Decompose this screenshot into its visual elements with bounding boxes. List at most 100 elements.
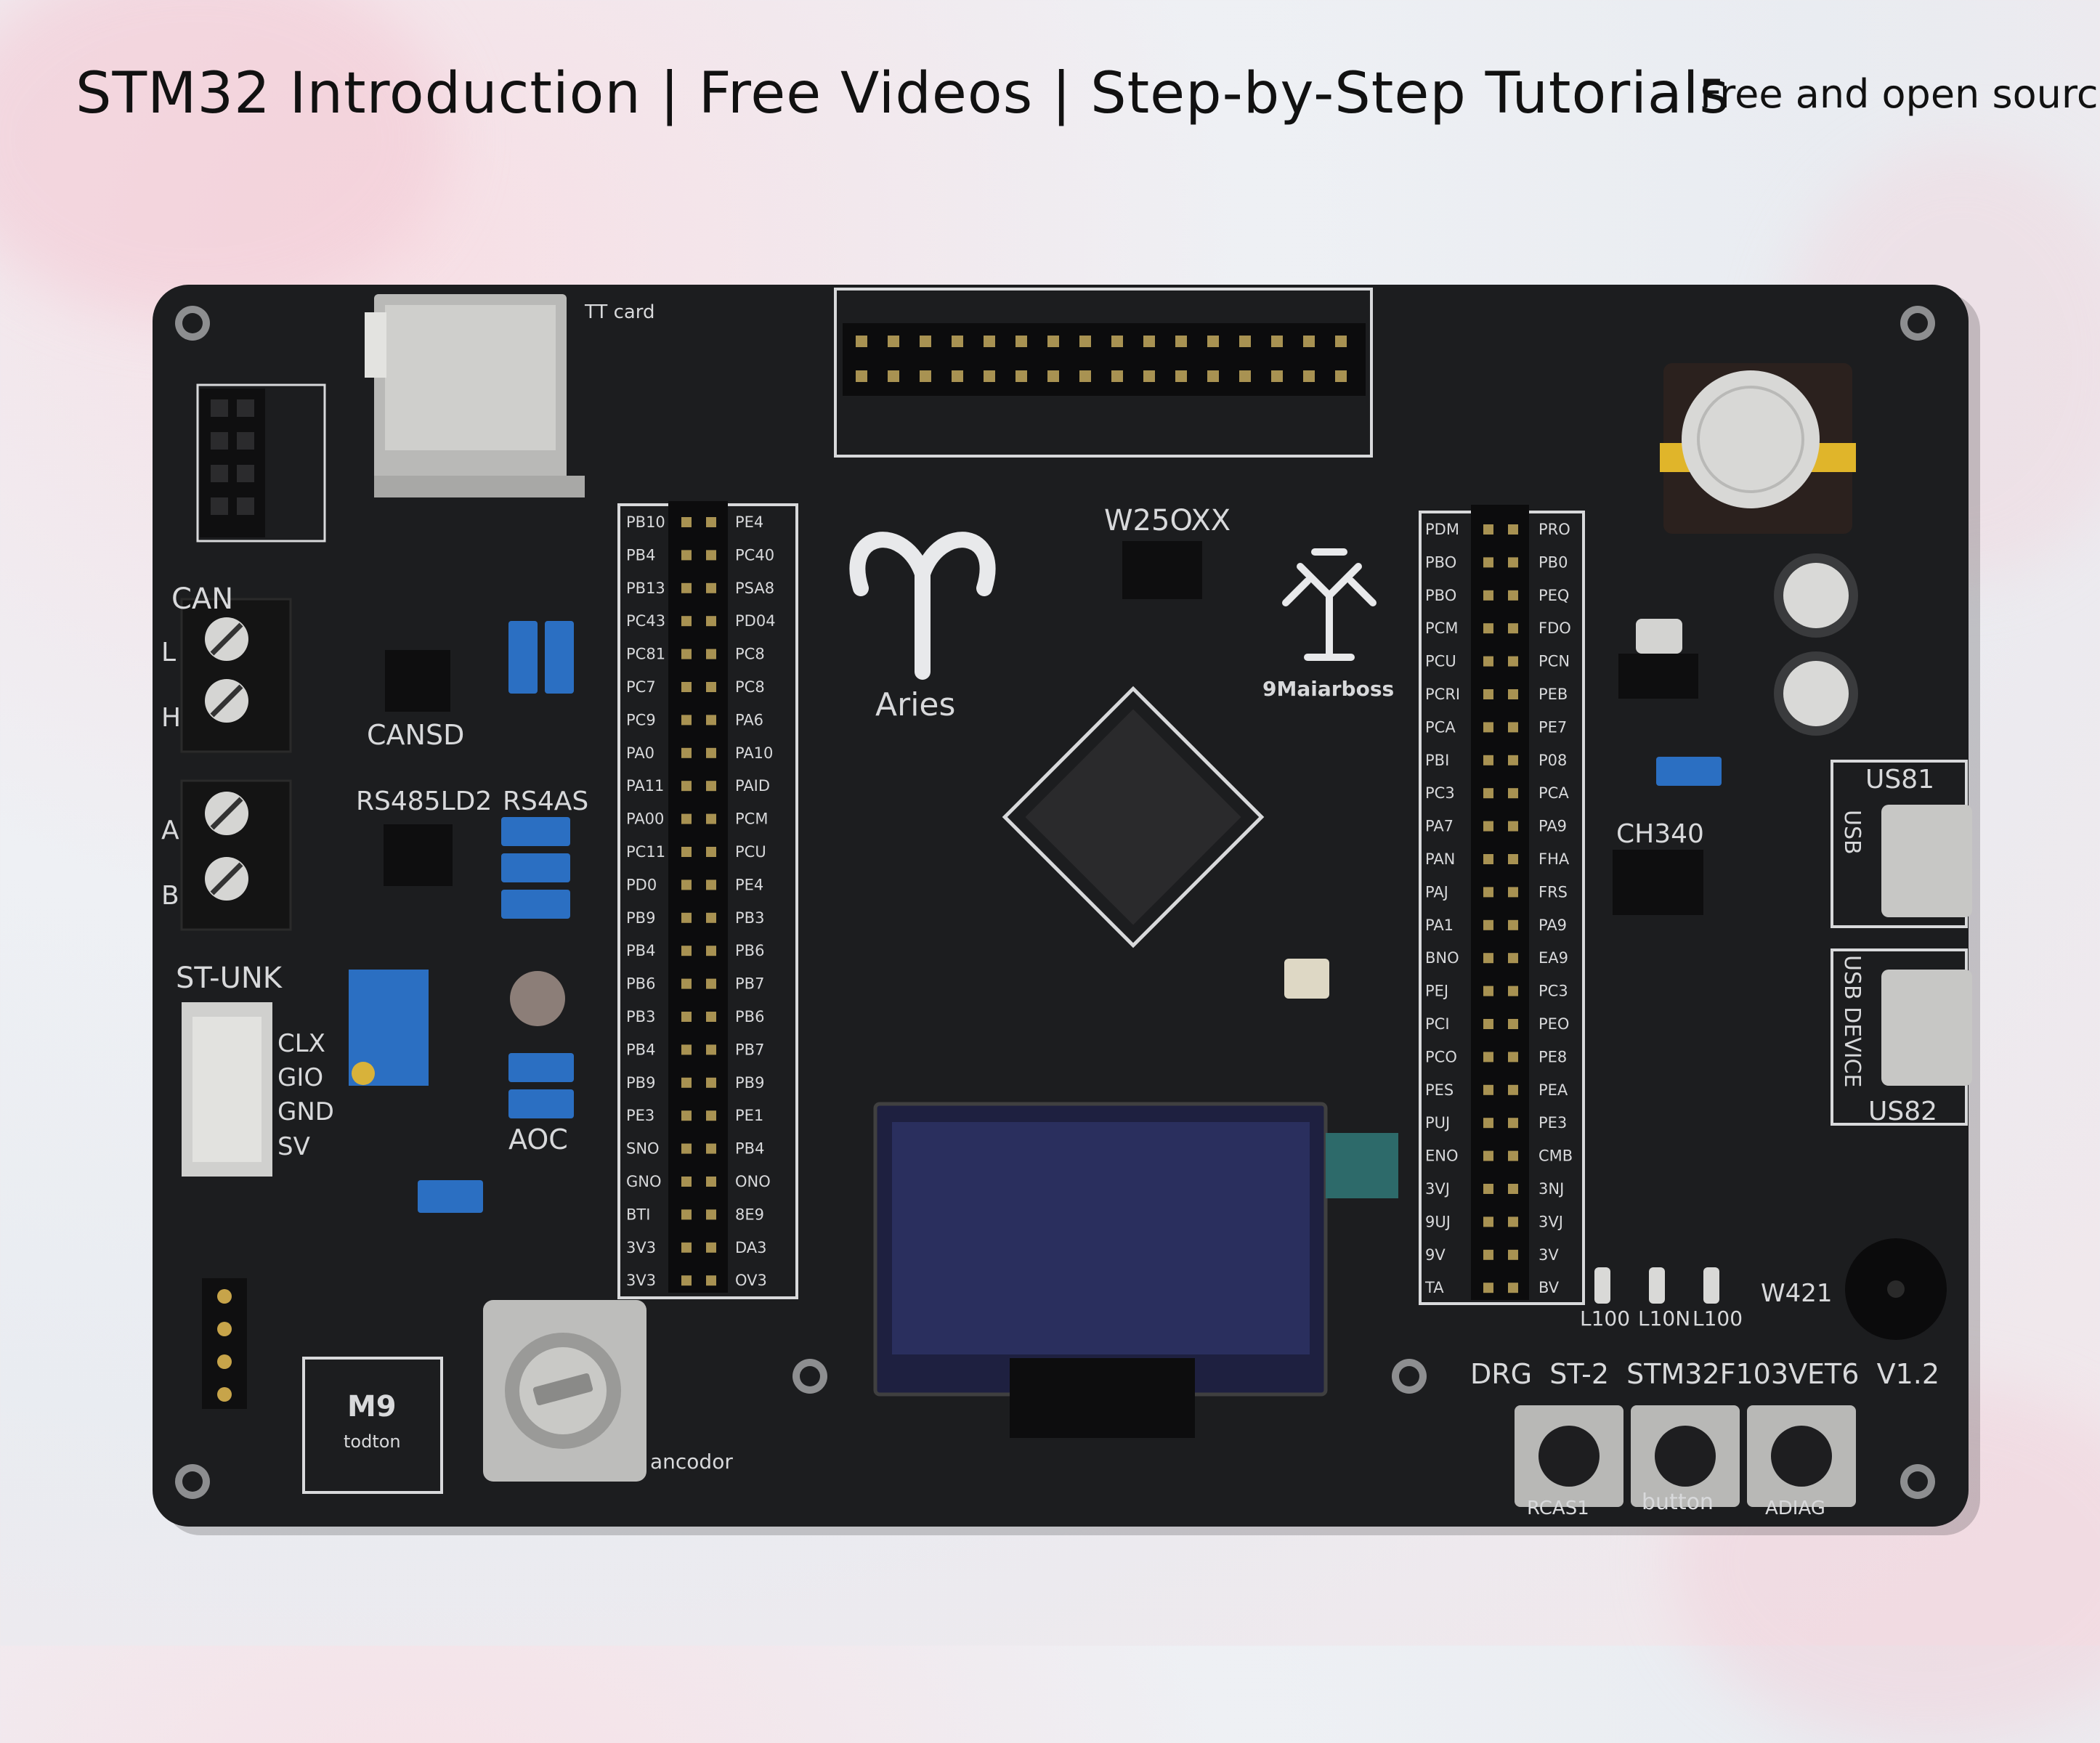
header-pin: [1483, 656, 1493, 667]
crystal-oscillator: [1284, 959, 1329, 999]
header-pin: [706, 1077, 716, 1088]
pin-label: FDO: [1538, 619, 1571, 637]
pin-label: PC81: [626, 646, 665, 663]
module-outline: [302, 1357, 443, 1494]
header-pin: [1143, 370, 1155, 382]
header-pin: [706, 1275, 716, 1286]
header-pin: [706, 813, 716, 824]
mounting-holes: [175, 306, 1935, 1499]
pin-label: PSA8: [735, 580, 774, 597]
pin-label: CMB: [1538, 1147, 1573, 1165]
header-pin: [1483, 1216, 1493, 1227]
pin-label: PC3: [1538, 983, 1568, 1000]
header-pin: [1508, 788, 1518, 799]
pin-label: PE4: [735, 513, 763, 531]
pin-label: 3VJ: [1538, 1213, 1563, 1230]
header-pin: [706, 781, 716, 792]
header-pin: [1508, 722, 1518, 733]
usb1-port-label: USB: [1839, 810, 1865, 855]
pin-label: PB4: [626, 546, 655, 564]
can-pin-label: H: [161, 703, 181, 733]
rs485-pin-label: B: [161, 881, 179, 911]
header-pin: [1483, 919, 1493, 930]
header-pin: [1015, 336, 1027, 347]
pin-label: PE3: [1538, 1114, 1567, 1131]
pin-label: PBO: [1425, 553, 1456, 571]
header-pin: [1508, 656, 1518, 667]
pin-label: PE4: [735, 876, 763, 893]
pin-label: PB6: [626, 975, 655, 993]
leds: [1594, 1267, 1719, 1304]
pin-label: PB10: [626, 513, 665, 531]
header-pin: [681, 517, 692, 527]
pin-label: PAID: [735, 777, 770, 795]
pin-label: PD0: [626, 876, 657, 893]
header-pin: [681, 1177, 692, 1187]
header-pin: [1303, 336, 1315, 347]
header-pin: [1483, 1084, 1493, 1095]
header-pin: [681, 715, 692, 726]
led-label: L100: [1580, 1307, 1630, 1330]
module-sub-label: todton: [344, 1431, 401, 1452]
pin-label: 3NJ: [1538, 1180, 1564, 1198]
header-pin: [1508, 689, 1518, 699]
pin-label: BTI: [626, 1206, 650, 1223]
pin-label: DA3: [735, 1239, 767, 1256]
pin-label: PA7: [1425, 818, 1454, 835]
pin-label: 9V: [1425, 1246, 1446, 1264]
pin-label: PE7: [1538, 718, 1567, 736]
header-pin: [706, 1177, 716, 1187]
stlink-pin-label: GIO: [277, 1063, 323, 1092]
mcu-chip: [1002, 686, 1265, 948]
header-pin: [681, 616, 692, 627]
dev-board-illustration: TT card CAN L H A B CANSD RS485LD2 RS4AS: [153, 285, 1980, 1535]
header-pin: [706, 747, 716, 758]
pin-label: PB3: [735, 909, 764, 927]
pin-label: PB9: [735, 1074, 764, 1092]
pin-label: 3V: [1538, 1246, 1559, 1264]
pin-label: PB6: [735, 1008, 764, 1025]
header-pin: [681, 912, 692, 923]
ch340-chip: [1613, 850, 1703, 915]
header-pin: [681, 1143, 692, 1154]
oled-display: [873, 1102, 1398, 1438]
rs485-chip-label: RS485LD2: [356, 787, 492, 816]
header-pin: [1483, 524, 1493, 535]
pin-label: PA0: [626, 744, 654, 762]
right-pin-header: [1471, 505, 1529, 1300]
header-pin: [1508, 1249, 1518, 1260]
usb1-label: US81: [1865, 765, 1934, 795]
rs485-pin-label: A: [161, 816, 179, 845]
header-pin: [1175, 370, 1187, 382]
pin-label: PC7: [626, 678, 656, 696]
pin-label: FHA: [1538, 850, 1570, 868]
header-pin: [888, 336, 899, 347]
header-pin: [706, 517, 716, 527]
header-pin: [706, 912, 716, 923]
electrolytic-capacitors: [1774, 553, 1858, 736]
header-pin: [1483, 722, 1493, 733]
header-pin: [1015, 370, 1027, 382]
usb2-label: US82: [1868, 1097, 1937, 1126]
header-pin: [984, 370, 995, 382]
pin-label: PA9: [1538, 917, 1567, 934]
header-pin: [1508, 1052, 1518, 1063]
pin-label: PC11: [626, 843, 665, 861]
header-pin: [1508, 919, 1518, 930]
pin-label: PB6: [735, 942, 764, 959]
pin-label: PB4: [626, 1041, 655, 1058]
tagline: Free and open source: [1700, 71, 2100, 117]
header-pin: [1239, 370, 1251, 382]
header-pin: [1508, 1150, 1518, 1161]
header-pin: [1079, 370, 1091, 382]
pin-label: PD04: [735, 612, 776, 630]
header-pin: [1335, 336, 1347, 347]
button-label: ADIAG: [1765, 1498, 1825, 1519]
pin-label: PC8: [735, 646, 765, 663]
pin-label: ENO: [1425, 1147, 1459, 1165]
header-pin: [1047, 336, 1059, 347]
pin-label: PA10: [735, 744, 773, 762]
header-pin: [1508, 953, 1518, 964]
rs485-chip: [384, 824, 453, 886]
